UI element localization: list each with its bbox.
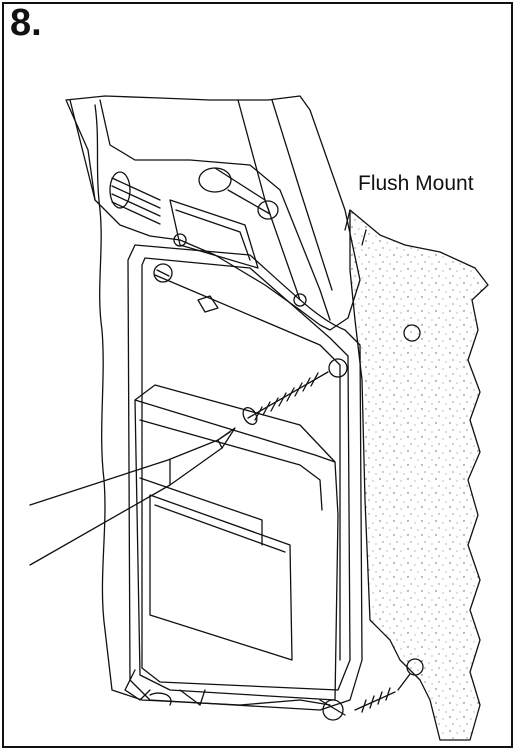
bottom-screw xyxy=(354,691,396,711)
lid-outer xyxy=(65,95,361,331)
speaker-grille-icon xyxy=(109,171,161,225)
wall-screw xyxy=(242,371,329,426)
wall-anchor-top xyxy=(403,324,421,342)
screwdriver-icon xyxy=(29,427,236,566)
screw-head-bottom-right xyxy=(322,699,344,721)
wall-anchor-bottom xyxy=(406,658,424,676)
base-frame xyxy=(127,244,363,711)
wall-section xyxy=(349,209,489,741)
wall-surface xyxy=(94,104,331,706)
lid-window xyxy=(169,199,259,269)
screw-head-top-left xyxy=(153,263,173,283)
flush-mount-label: Flush Mount xyxy=(358,172,474,195)
lid-button xyxy=(198,167,232,193)
clip xyxy=(197,295,219,313)
step-number: 8. xyxy=(10,2,42,44)
inner-module xyxy=(134,384,339,701)
module-window xyxy=(149,494,293,661)
